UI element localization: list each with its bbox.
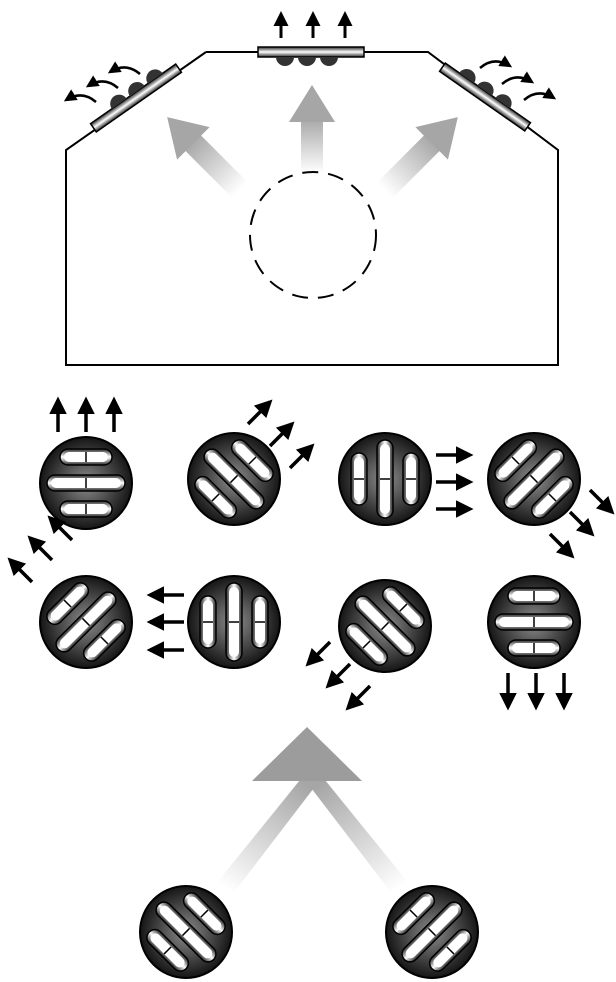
disc-r2-4: [487, 575, 581, 669]
membrane-strip-right: [438, 62, 532, 132]
arrows-down-right: [548, 488, 615, 559]
direction-arrow: [268, 421, 295, 448]
disc-bar-split: [380, 621, 390, 631]
funnel-arrow: [215, 727, 410, 895]
disc-r2-2: [187, 575, 281, 669]
disc-bottom-right: [385, 885, 479, 979]
disc-bar-split: [181, 927, 191, 937]
direction-arrow: [325, 662, 352, 689]
direction-arrow: [27, 535, 54, 562]
direction-arrow: [47, 515, 74, 542]
curved-arrows-left: [63, 61, 141, 103]
disc-bar-split: [446, 946, 455, 955]
disc-r1-3: [338, 432, 432, 526]
arrows-up-left: [7, 515, 74, 584]
disc-bar-split: [200, 909, 209, 918]
disc-bar-split: [248, 456, 257, 465]
disc-bar-split: [427, 927, 437, 937]
disc-bar-split: [362, 640, 371, 649]
disc-bottom-left: [139, 885, 233, 979]
disc-bar-split: [529, 474, 539, 484]
disc-bar-split: [229, 474, 239, 484]
disc-bar-split: [211, 493, 220, 502]
chamber-outline: [65, 51, 559, 366]
disc-bar-split: [163, 946, 172, 955]
disc-r1-4: [487, 432, 581, 526]
membrane-strip-top: [257, 11, 365, 66]
disc-bar-split: [399, 603, 408, 612]
disc-r2-3: [338, 579, 432, 673]
grey-arrow-right: [377, 117, 458, 198]
arrows-down: [499, 673, 573, 711]
direction-arrow: [588, 488, 615, 515]
disc-r1-2: [187, 432, 281, 526]
arrows-up-right: [246, 399, 315, 470]
disc-grid: [7, 396, 615, 979]
disc-bar-split: [548, 493, 557, 502]
disc-bar-split: [63, 599, 72, 608]
chamber: [63, 11, 559, 366]
disc-bar-split: [81, 617, 91, 627]
arrows-right: [436, 446, 474, 518]
direction-arrow: [568, 510, 595, 537]
direction-arrow: [246, 399, 273, 426]
direction-arrow: [345, 684, 372, 711]
direction-arrow: [305, 640, 332, 667]
direction-arrow: [7, 557, 34, 584]
dashed-circle: [249, 171, 377, 299]
direction-arrow: [548, 532, 575, 559]
curved-arrows-right: [479, 55, 557, 101]
disc-bar-split: [511, 456, 520, 465]
arrows-left: [146, 586, 184, 659]
grey-arrow-left: [167, 117, 248, 198]
disc-r1-1: [39, 436, 133, 530]
direction-arrow: [288, 443, 315, 470]
arrows-up: [49, 396, 123, 432]
disc-bar-split: [100, 636, 109, 645]
disc-r2-1: [39, 575, 133, 669]
membrane-strip-left: [89, 63, 183, 133]
disc-bar-split: [409, 909, 418, 918]
grey-arrow-up: [289, 85, 335, 173]
funnel-arrow-head: [252, 727, 362, 781]
arrows-down-left: [305, 640, 372, 711]
